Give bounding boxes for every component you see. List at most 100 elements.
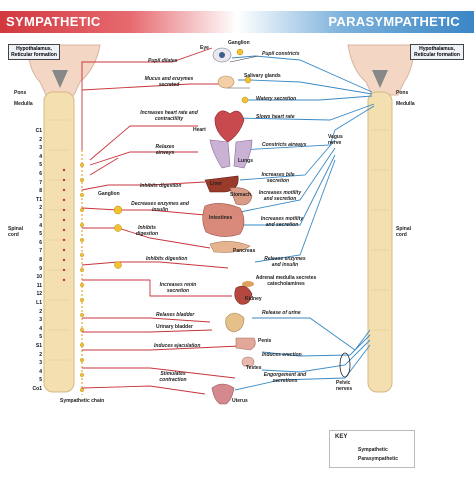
sympathetic-pathways xyxy=(81,47,241,395)
left-brain-arrow xyxy=(52,70,68,88)
segment-label: L1 xyxy=(36,300,42,306)
segment-label: 10 xyxy=(36,274,42,281)
sym-mucus-secreted: Mucus and enzymes secreted xyxy=(144,76,194,88)
right-hypothalamus-box: Hypothalamus, Reticular formation xyxy=(410,44,464,60)
vagus-nerve-label: Vagus nerve xyxy=(328,134,343,146)
liver-label: Liver xyxy=(210,181,222,187)
adrenal-label: Adrenal medulla secretes catecholamines xyxy=(255,275,317,287)
segment-label: 5 xyxy=(39,231,42,238)
sym-inhibits-digestion-1: Inhibits digestion xyxy=(140,183,182,189)
pancreas-label: Pancreas xyxy=(233,248,256,254)
sym-decreases-enzymes: Decreases enzymes and insulin xyxy=(131,201,189,213)
stomach-label: Stomach xyxy=(230,192,252,198)
sympathetic-banner: SYMPATHETIC xyxy=(0,11,237,33)
segment-label: 7 xyxy=(39,248,42,255)
pons-label-left: Pons xyxy=(14,90,27,96)
left-hypothalamus-box: Hypothalamus, Reticular formation xyxy=(8,44,60,60)
segment-label: S1 xyxy=(35,343,42,349)
stomach-organ xyxy=(229,187,253,206)
intestines-organ xyxy=(202,203,245,237)
segment-label: 4 xyxy=(39,153,42,160)
adrenal-organ xyxy=(242,281,254,287)
uterus-label: Uterus xyxy=(232,398,248,404)
salivary-organ xyxy=(217,75,235,89)
para-increases-motility-1: Increases motility and secretion xyxy=(258,190,302,202)
segment-label: 3 xyxy=(39,360,42,367)
sympathetic-chain-label: Sympathetic chain xyxy=(60,398,105,404)
testes-organ xyxy=(241,356,255,368)
segment-label: 2 xyxy=(39,136,42,143)
lungs-organ xyxy=(209,139,253,169)
key-sympathetic-label: Sympathetic xyxy=(358,447,388,453)
parasympathetic-banner: PARASYMPATHETIC xyxy=(237,11,474,33)
segment-label: T1 xyxy=(36,196,42,203)
para-release-enzymes: Release enzymes and insulin xyxy=(264,256,306,268)
para-increases-motility-2: Increases motility and secretion xyxy=(260,216,304,228)
para-constricts-airways: Constricts airways xyxy=(262,142,307,148)
segment-label: 9 xyxy=(39,265,42,272)
pancreas-organ xyxy=(209,241,251,253)
legend-key: KEY Sympathetic Parasympathetic xyxy=(329,430,415,468)
sym-pupil-dilates: Pupil dilates xyxy=(148,58,178,64)
sym-inhibits-digestion-3: Inhibits digestion xyxy=(146,256,188,262)
pons-label-right: Pons xyxy=(396,90,409,96)
penis-label: Penis xyxy=(258,338,272,344)
segment-label: 6 xyxy=(39,171,42,177)
segment-label: 4 xyxy=(39,325,42,332)
segment-label: 5 xyxy=(39,334,42,341)
segment-label: 3 xyxy=(39,317,42,324)
para-slows-heart-rate: Slows heart rate xyxy=(256,114,295,120)
para-pupil-constricts: Pupil constricts xyxy=(262,51,300,57)
medulla-label-right: Medulla xyxy=(396,101,415,107)
segment-label: 8 xyxy=(39,257,42,263)
segment-label: 4 xyxy=(39,222,42,229)
testes-label: Testes xyxy=(246,365,262,371)
segment-label: 2 xyxy=(39,351,42,358)
segment-label: 2 xyxy=(39,308,42,315)
para-increases-bile: Increases bile secretion xyxy=(261,172,295,184)
sym-relaxes-airways: Relaxes airways xyxy=(155,144,175,156)
lungs-label: Lungs xyxy=(238,158,253,164)
key-parasympathetic-label: Parasympathetic xyxy=(358,456,399,462)
sym-relaxes-bladder: Relaxes bladder xyxy=(156,312,195,318)
para-engorgement: Engorgement and secretions xyxy=(263,372,307,384)
medulla-label-left: Medulla xyxy=(14,101,33,107)
sym-increases-renin: Increases renin secretion xyxy=(159,282,197,294)
sym-induces-ejaculation: Induces ejaculation xyxy=(154,343,201,349)
segment-label: 5 xyxy=(39,162,42,169)
eye-label: Eye xyxy=(200,45,209,51)
para-induces-erection: Induces erection xyxy=(262,352,302,358)
kidney-organ xyxy=(234,285,253,305)
spinal-cord-label-left: Spinal cord xyxy=(8,226,24,238)
kidney-label: Kidney xyxy=(245,296,262,302)
heart-label: Heart xyxy=(193,127,206,133)
sym-stimulates-contraction: Stimulates contraction xyxy=(159,371,187,383)
segment-label: 6 xyxy=(39,239,42,246)
sym-increases-heart-rate: Increases heart rate and contractility xyxy=(140,110,198,122)
right-brain-arrow xyxy=(372,70,388,88)
segment-label: 4 xyxy=(39,368,42,375)
para-watery-secretion: Watery secretion xyxy=(256,96,297,102)
key-title: KEY xyxy=(335,434,348,440)
right-spinal-cord xyxy=(367,91,393,393)
urinary-bladder-label: Urinary bladder xyxy=(156,324,193,330)
segment-label: 7 xyxy=(39,179,42,186)
urinary-organ xyxy=(225,312,245,333)
segment-label: 11 xyxy=(36,282,42,289)
left-spinal-cord xyxy=(43,91,75,393)
segment-label: 12 xyxy=(36,291,42,298)
segment-label: C1 xyxy=(35,128,42,134)
segment-label: Co1 xyxy=(32,386,42,392)
segment-label: 5 xyxy=(39,377,42,384)
segment-label: 3 xyxy=(39,145,42,152)
para-release-urine: Release of urine xyxy=(262,310,301,316)
parasympathetic-pathways xyxy=(231,55,375,391)
ganglion-label-mid: Ganglion xyxy=(98,191,120,197)
sym-inhibits-digestion-2: Inhibits digestion xyxy=(135,225,159,237)
salivary-label: Salivary glands xyxy=(244,73,281,79)
segment-label: 8 xyxy=(39,188,42,195)
uterus-organ xyxy=(211,383,235,405)
pelvic-nerves-ring xyxy=(339,352,351,378)
penis-organ xyxy=(235,337,256,351)
